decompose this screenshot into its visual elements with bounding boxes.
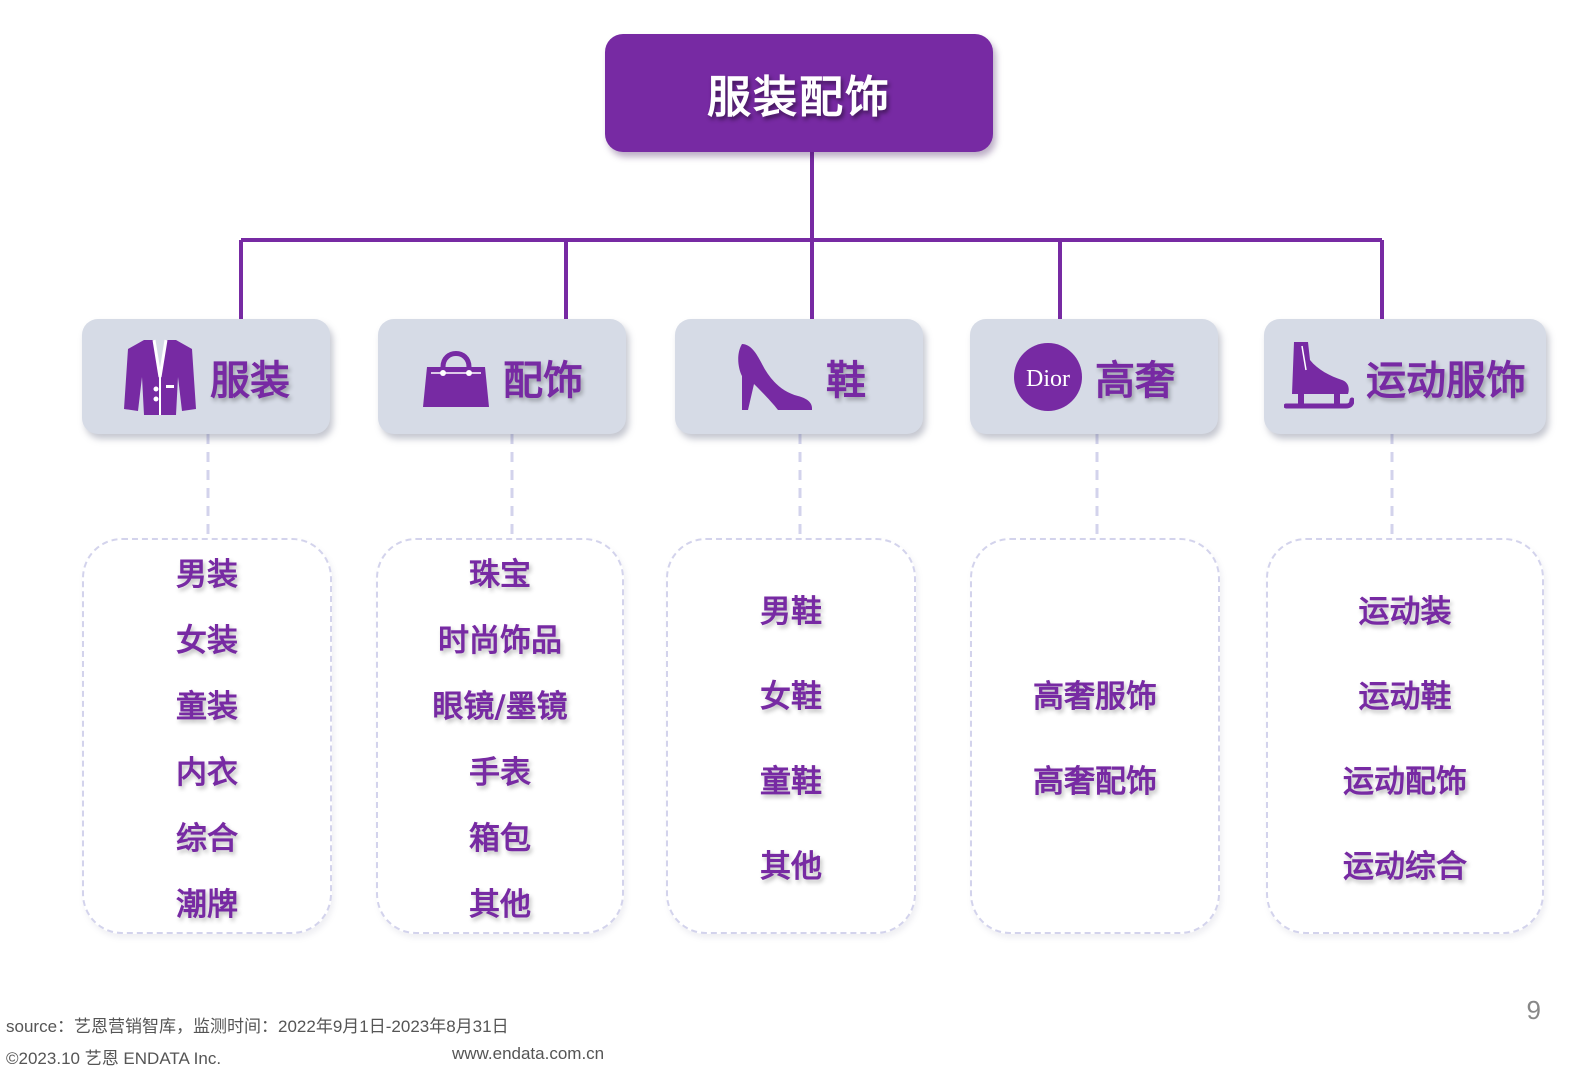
- list-item: 童鞋: [760, 764, 822, 800]
- dior-logo-text: Dior: [1026, 366, 1070, 392]
- list-item: 女鞋: [760, 679, 822, 715]
- copyright: ©2023.10 艺恩 ENDATA Inc.: [6, 1049, 222, 1068]
- blazer-icon: [124, 339, 196, 415]
- page-number: 9: [1526, 995, 1541, 1025]
- root-label: 服装配饰: [707, 72, 891, 123]
- list-item: 男装: [176, 556, 238, 593]
- category-node-clothing: 服装: [82, 319, 330, 434]
- list-item: 其他: [760, 849, 822, 885]
- category-label: 配饰: [503, 357, 583, 404]
- category-node-accessories: 配饰: [378, 319, 626, 434]
- list-item: 童装: [176, 688, 238, 725]
- list-item: 眼镜/墨镜: [432, 688, 568, 725]
- ice-skate-icon: [1284, 341, 1354, 408]
- subcategory-list-accessories: 珠宝 时尚饰品 眼镜/墨镜 手表 箱包 其他: [376, 538, 624, 934]
- list-item: 运动综合: [1343, 849, 1467, 885]
- list-item: 箱包: [469, 820, 531, 857]
- list-item: 男鞋: [760, 594, 822, 630]
- list-item: 运动鞋: [1358, 679, 1452, 715]
- category-label: 鞋: [826, 357, 866, 404]
- list-item: 女装: [176, 622, 238, 659]
- list-item: 综合: [176, 820, 238, 857]
- subcategory-list-luxury: 高奢服饰 高奢配饰: [970, 538, 1220, 934]
- subcategory-list-shoes: 男鞋 女鞋 童鞋 其他: [666, 538, 916, 934]
- category-node-shoes: 鞋: [675, 319, 923, 434]
- list-item: 其他: [469, 886, 531, 923]
- category-node-luxury: Dior 高奢: [970, 319, 1218, 434]
- subcategory-list-sportswear: 运动装 运动鞋 运动配饰 运动综合: [1266, 538, 1544, 934]
- list-item: 珠宝: [469, 556, 531, 593]
- handbag-icon: [423, 350, 489, 407]
- root-node: 服装配饰: [605, 34, 993, 152]
- list-item: 内衣: [176, 754, 238, 791]
- category-label: 服装: [210, 357, 290, 404]
- subcategory-list-clothing: 男装 女装 童装 内衣 综合 潮牌: [82, 538, 332, 934]
- high-heel-icon: [738, 343, 812, 410]
- list-item: 潮牌: [176, 886, 238, 923]
- list-item: 手表: [469, 754, 531, 791]
- category-label: 高奢: [1095, 357, 1175, 404]
- list-item: 高奢配饰: [1033, 764, 1157, 800]
- list-item: 运动配饰: [1343, 764, 1467, 800]
- list-item: 运动装: [1358, 594, 1452, 630]
- list-item: 时尚饰品: [438, 622, 562, 659]
- dior-logo-icon: Dior: [1014, 342, 1082, 411]
- category-label: 运动服饰: [1366, 357, 1526, 404]
- source-note: source：艺恩营销智库，监测时间：2022年9月1日-2023年8月31日: [6, 1017, 509, 1036]
- list-item: 高奢服饰: [1033, 679, 1157, 715]
- website-link[interactable]: www.endata.com.cn: [452, 1044, 605, 1063]
- category-node-sportswear: 运动服饰: [1264, 319, 1546, 434]
